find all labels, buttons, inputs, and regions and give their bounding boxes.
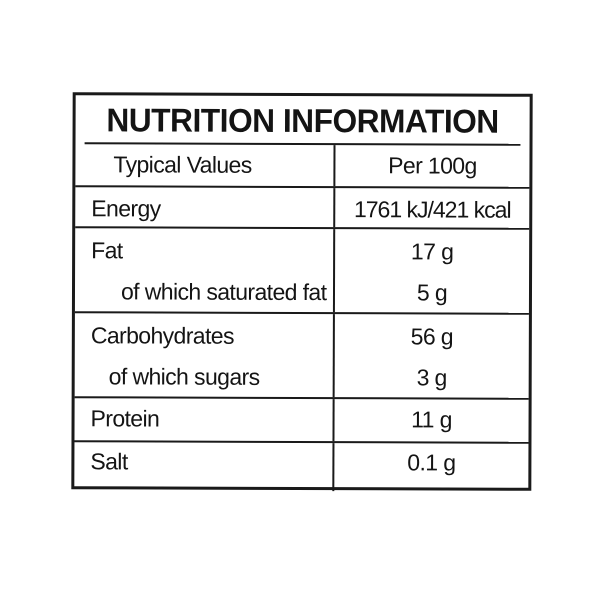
carbohydrates-name: Carbohydrates	[90, 322, 234, 349]
salt-value: 0.1 g	[407, 449, 456, 476]
salt-name-cell: Salt	[74, 442, 335, 492]
energy-value: 1761 kJ/421 kcal	[353, 196, 511, 223]
label-title: NUTRITION INFORMATION	[84, 95, 521, 146]
protein-name-cell: Protein	[74, 398, 335, 442]
salt-name: Salt	[90, 448, 128, 475]
carbohydrates-row: Carbohydrates of which sugars 56 g 3 g	[74, 313, 529, 400]
fat-name-cell: Fat of which saturated fat	[74, 228, 336, 313]
header-typical-values-cell: Typical Values	[75, 144, 336, 187]
salt-row: Salt 0.1 g	[74, 442, 528, 492]
protein-value-cell: 11 g	[334, 399, 528, 442]
saturated-fat-value: 5 g	[416, 279, 448, 306]
fat-name: Fat	[91, 237, 123, 264]
energy-name-cell: Energy	[75, 187, 336, 228]
fat-row: Fat of which saturated fat 17 g 5 g	[74, 228, 530, 315]
header-per-cell: Per 100g	[335, 145, 529, 187]
protein-value: 11 g	[411, 406, 452, 433]
energy-row: Energy 1761 kJ/421 kcal	[75, 187, 530, 230]
fat-value: 17 g	[410, 238, 454, 265]
nutrition-label: NUTRITION INFORMATION Typical Values Per…	[71, 92, 533, 492]
fat-value-cell: 17 g 5 g	[335, 229, 529, 313]
saturated-fat-name: of which saturated fat	[120, 278, 327, 306]
carbohydrates-value: 56 g	[410, 323, 454, 350]
carbohydrates-value-cell: 56 g 3 g	[335, 314, 529, 398]
energy-value-cell: 1761 kJ/421 kcal	[335, 188, 529, 228]
header-per-100g: Per 100g	[388, 152, 477, 179]
salt-value-cell: 0.1 g	[334, 443, 528, 492]
sugars-name: of which sugars	[108, 363, 260, 390]
protein-name: Protein	[90, 405, 160, 432]
header-typical-values: Typical Values	[113, 151, 252, 178]
header-row: Typical Values Per 100g	[75, 144, 530, 189]
sugars-value: 3 g	[416, 364, 447, 391]
energy-name: Energy	[91, 195, 161, 222]
carbohydrates-name-cell: Carbohydrates of which sugars	[74, 313, 335, 398]
protein-row: Protein 11 g	[74, 398, 529, 444]
